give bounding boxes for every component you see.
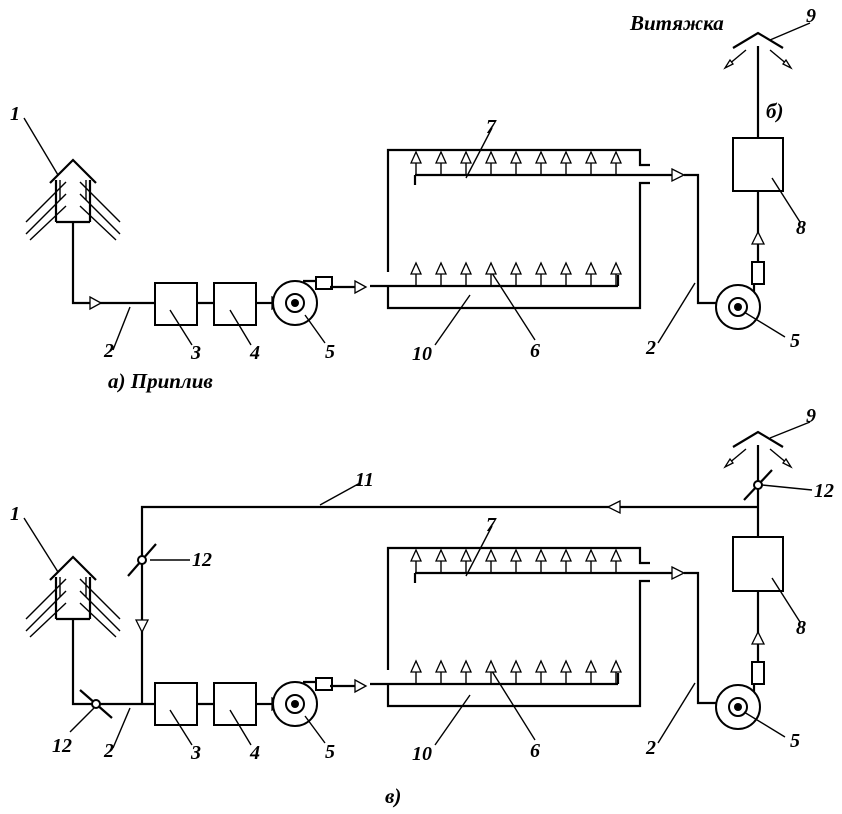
recirculation-duct-11: [140, 505, 758, 704]
supply-nozzle-arrow: [609, 659, 623, 673]
label-6: 6: [530, 740, 540, 762]
unit-3-filter: [154, 282, 198, 326]
exhaust-nozzle-arrow: [409, 548, 423, 562]
room-10-bottom: [370, 546, 672, 708]
label-8: 8: [796, 617, 806, 639]
labels: Витяжка б) а) Приплив в) 1 2 3 4 5 10 6 …: [10, 5, 834, 808]
exhaust-nozzle-arrow: [559, 548, 573, 562]
supply-nozzle-arrow: [459, 261, 473, 275]
fan-5-supply-top: [272, 276, 333, 326]
supply-nozzle-arrow: [409, 659, 423, 673]
supply-nozzle-arrow: [534, 659, 548, 673]
label-2: 2: [645, 737, 656, 759]
supply-nozzle-arrow: [584, 261, 598, 275]
label-11: 11: [355, 469, 374, 491]
fan-5-supply-bottom: [272, 677, 333, 727]
label-7: 7: [486, 514, 497, 536]
unit-3-filter: [154, 682, 198, 726]
exhaust-hood-9-bottom: [723, 430, 793, 469]
supply-nozzle-arrow: [559, 261, 573, 275]
label-12: 12: [192, 549, 212, 571]
exhaust-nozzle-arrow: [584, 548, 598, 562]
label-8: 8: [796, 217, 806, 239]
supply-nozzle-arrow: [409, 261, 423, 275]
supply-nozzle-arrow: [584, 659, 598, 673]
exhaust-nozzle-arrow: [609, 150, 623, 164]
label-3: 3: [190, 342, 201, 364]
supply-nozzle-arrow: [509, 659, 523, 673]
caption-b: б): [766, 99, 783, 123]
supply-nozzle-arrow: [434, 261, 448, 275]
label-12: 12: [52, 735, 72, 757]
caption-exhaust: Витяжка: [629, 11, 724, 35]
scheme-top: [23, 22, 811, 351]
room-10-top: [370, 148, 672, 310]
exhaust-hood-9-top: [723, 31, 793, 70]
supply-nozzle-arrow: [534, 261, 548, 275]
air-intake-top: [25, 158, 121, 241]
unit-4-heater: [213, 282, 257, 326]
exhaust-duct: [684, 173, 718, 305]
damper-12-intake: [79, 689, 113, 719]
supply-nozzle-arrow: [484, 261, 498, 275]
damper-12-recirc: [127, 543, 157, 577]
label-5: 5: [790, 330, 800, 352]
label-10: 10: [412, 743, 432, 765]
supply-duct-intake: [71, 222, 155, 305]
label-4: 4: [249, 342, 260, 364]
supply-nozzle-arrow: [434, 659, 448, 673]
exhaust-nozzle-arrow: [459, 150, 473, 164]
flow-arrow: [89, 295, 103, 311]
supply-nozzle-arrow: [609, 261, 623, 275]
exhaust-nozzle-arrow: [409, 150, 423, 164]
label-9: 9: [806, 405, 816, 427]
label-5: 5: [790, 730, 800, 752]
damper-12-exhaust: [743, 469, 773, 501]
label-2: 2: [103, 340, 114, 362]
fan-5-exhaust-bottom: [715, 661, 765, 730]
exhaust-nozzle-arrow: [584, 150, 598, 164]
supply-nozzle-arrow: [509, 261, 523, 275]
exhaust-nozzle-arrow: [434, 548, 448, 562]
fan-5-exhaust-top: [715, 261, 765, 330]
label-2: 2: [103, 740, 114, 762]
caption-v: в): [385, 784, 401, 808]
label-12: 12: [814, 480, 834, 502]
exhaust-nozzle-arrow: [484, 150, 498, 164]
nozzle-arrows: [409, 150, 623, 684]
supply-nozzle-arrow: [559, 659, 573, 673]
supply-nozzle-arrow: [459, 659, 473, 673]
label-1: 1: [10, 503, 20, 525]
label-2: 2: [645, 337, 656, 359]
label-4: 4: [249, 742, 260, 764]
exhaust-nozzle-arrow: [434, 150, 448, 164]
label-5: 5: [325, 741, 335, 763]
exhaust-nozzle-arrow: [534, 548, 548, 562]
label-3: 3: [190, 742, 201, 764]
label-1: 1: [10, 103, 20, 125]
exhaust-nozzle-arrow: [559, 150, 573, 164]
exhaust-nozzle-arrow: [459, 548, 473, 562]
supply-nozzle-arrow: [484, 659, 498, 673]
exhaust-nozzle-arrow: [509, 150, 523, 164]
air-intake-bottom: [25, 555, 121, 638]
label-9: 9: [806, 5, 816, 27]
label-10: 10: [412, 343, 432, 365]
label-5: 5: [325, 341, 335, 363]
label-6: 6: [530, 340, 540, 362]
exhaust-nozzle-arrow: [534, 150, 548, 164]
exhaust-nozzle-arrow: [609, 548, 623, 562]
exhaust-nozzle-arrow: [484, 548, 498, 562]
caption-a-supply: а) Приплив: [108, 369, 213, 393]
scheme-bottom: [23, 421, 813, 749]
exhaust-nozzle-arrow: [509, 548, 523, 562]
label-7: 7: [486, 116, 497, 138]
